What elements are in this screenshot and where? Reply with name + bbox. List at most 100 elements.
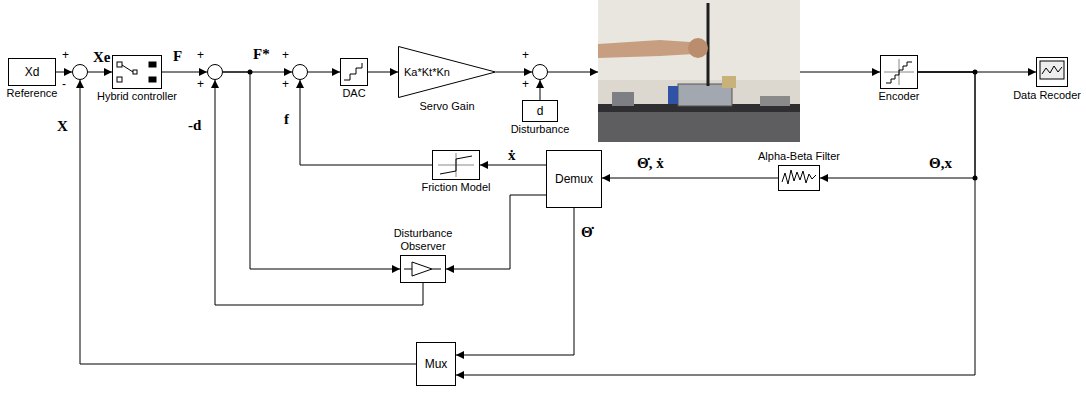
block-label: Xd [9, 66, 55, 79]
icon-stair [886, 62, 912, 83]
friction-block: Friction Model [432, 150, 480, 180]
signal-name: Θ,x [928, 155, 953, 172]
scope-screen [1040, 61, 1064, 79]
signal-wire [602, 178, 778, 179]
sum-junction: ++ [207, 64, 223, 80]
scope-trace [1042, 66, 1062, 74]
icon-line [432, 269, 441, 270]
sign-label: + [197, 78, 204, 91]
photo-ground [598, 0, 800, 142]
switch-terminal [117, 62, 122, 67]
photo-arm [598, 40, 694, 58]
photo-pivot [722, 76, 736, 88]
block-label: Reference [7, 87, 58, 100]
sign-label: + [522, 78, 529, 91]
signal-name: f [283, 111, 290, 128]
signal-wire [223, 72, 400, 269]
signal-wire [456, 72, 975, 375]
sum-junction: ++ [292, 64, 308, 80]
photo-base [598, 112, 800, 142]
block-label: Servo Gain [419, 100, 474, 113]
quantizer-icon [884, 59, 914, 85]
photo-encoder-part [668, 86, 678, 104]
signal-wire [56, 72, 72, 73]
signal-name: Xe [92, 49, 112, 66]
photo-wall [598, 0, 800, 80]
gain-triangle-shape [399, 47, 496, 98]
demux-block: Demux [546, 150, 602, 208]
friction-icon [438, 153, 474, 177]
block-label: Data Recoder [1013, 89, 1081, 102]
signal-wire [368, 72, 398, 73]
signal-name: Θ̇ [580, 224, 594, 241]
switch-output [149, 77, 156, 82]
sign-label: + [197, 49, 204, 62]
block-label: Disturbance [511, 123, 570, 136]
signal-name: X [56, 118, 69, 135]
observer-icon [404, 262, 441, 276]
photo-fist [688, 38, 708, 58]
scope-icon [1040, 61, 1064, 79]
icon-triangle [412, 262, 432, 276]
block-label: d [523, 105, 557, 118]
signal-wire [162, 72, 207, 73]
dac-icon [344, 63, 362, 80]
block-label: DAC [342, 87, 365, 100]
source-block: XdReference [8, 58, 56, 86]
gain-triangle: Ka*Kt*KnServo Gain [398, 46, 496, 98]
sign-label: + [282, 49, 289, 62]
signal-wire [820, 72, 975, 178]
signal-wire [540, 80, 541, 100]
sum-junction: ++ [532, 64, 548, 80]
icon-line [404, 269, 412, 270]
block-label: Disturbance Observer [383, 227, 463, 253]
sign-label: + [282, 78, 289, 91]
signal-name: F [172, 48, 183, 65]
block-label: Friction Model [421, 181, 490, 194]
signal-name: Θ̇, ẋ [636, 155, 665, 172]
plant-input-wire [548, 72, 598, 73]
encoder-block: Encoder [880, 55, 918, 89]
signal-wire [80, 80, 416, 364]
constant-block: dDisturbance [522, 100, 558, 122]
photo-end-stop [760, 96, 790, 106]
scope-block: Data Recoder [1036, 57, 1068, 87]
filter-block: Alpha-Beta Filter [778, 165, 820, 191]
observer-block: Disturbance Observer [400, 255, 446, 283]
mux-block: Mux [416, 342, 456, 386]
sum-junction: +- [72, 64, 88, 80]
photo-motor [612, 92, 634, 106]
signal-wire [446, 195, 546, 269]
signal-name: -d [187, 117, 202, 134]
icon-curve [440, 156, 472, 174]
signal-name: F* [252, 46, 271, 63]
plant-output-wire [800, 72, 880, 73]
switch-block: Hybrid controller [112, 55, 162, 89]
block-label: Mux [417, 358, 455, 371]
switch-terminal [133, 70, 137, 74]
switch-blade [122, 65, 133, 72]
signal-wire [456, 208, 574, 355]
signal-wire [88, 72, 112, 73]
signal-wire [300, 80, 432, 165]
sign-label: - [62, 78, 66, 91]
block-label: Alpha-Beta Filter [758, 150, 840, 163]
dac-block: DAC [340, 58, 368, 86]
signal-name: ẋ [507, 147, 517, 164]
block-label: Encoder [879, 90, 920, 103]
sign-label: + [62, 49, 69, 62]
signal-wire [308, 72, 340, 73]
block-label: Demux [547, 173, 601, 186]
signal-wire [496, 72, 532, 73]
signal-wire [480, 165, 546, 166]
switch-icon [117, 62, 156, 82]
switch-terminal [117, 77, 122, 82]
block-label: Hybrid controller [97, 90, 177, 103]
signal-wire [215, 80, 423, 305]
block-label: Ka*Kt*Kn [404, 66, 450, 79]
sign-label: + [522, 49, 529, 62]
filter-icon [782, 170, 816, 184]
